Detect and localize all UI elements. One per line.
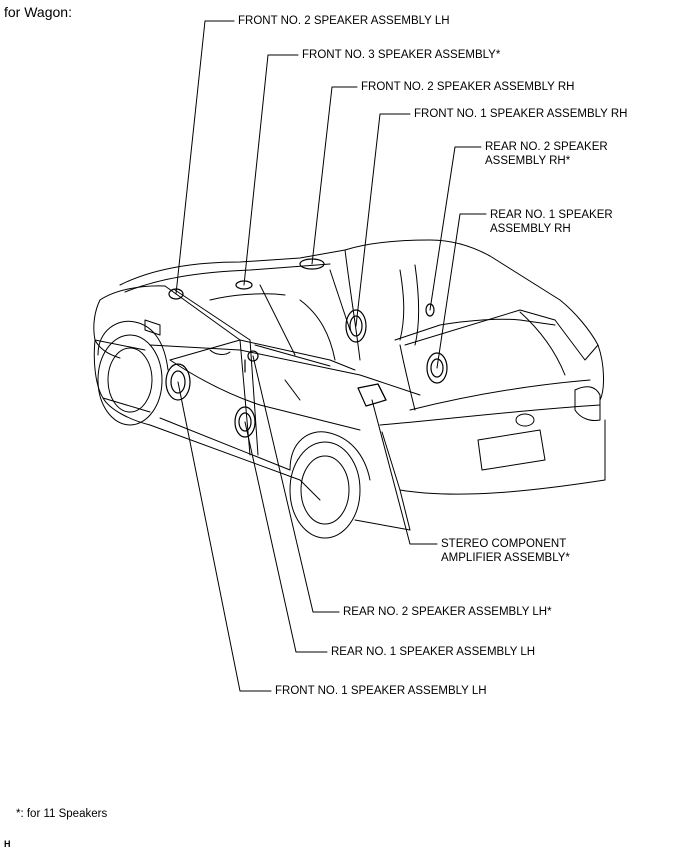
label-rear-no1-speaker-rh: REAR NO. 1 SPEAKER ASSEMBLY RH: [490, 209, 613, 235]
front-no2-lh-speaker: [168, 288, 184, 300]
front-no1-rh-speaker: [345, 309, 367, 343]
rear-no1-lh-speaker: [234, 406, 256, 438]
diagram-heading: for Wagon:: [4, 4, 72, 20]
front-no2-rh-speaker: [299, 258, 325, 270]
speaker-components: [165, 258, 448, 438]
rear-no1-rh-speaker: [426, 352, 448, 384]
leader-lines: [175, 20, 487, 692]
figure-code: H: [4, 839, 11, 849]
label-front-no3-speaker: FRONT NO. 3 SPEAKER ASSEMBLY*: [302, 49, 501, 61]
label-front-no1-speaker-lh: FRONT NO. 1 SPEAKER ASSEMBLY LH: [275, 685, 487, 697]
front-no1-lh-speaker: [165, 363, 191, 401]
amplifier-unit: [357, 383, 387, 407]
label-rear-no1-speaker-lh: REAR NO. 1 SPEAKER ASSEMBLY LH: [331, 646, 536, 658]
car-body-outline: [93, 239, 606, 539]
rear-no2-lh-speaker: [247, 350, 259, 362]
rear-no2-rh-speaker: [425, 303, 435, 317]
label-rear-no2-speaker-lh: REAR NO. 2 SPEAKER ASSEMBLY LH*: [343, 606, 552, 618]
label-stereo-amplifier: STEREO COMPONENT AMPLIFIER ASSEMBLY*: [441, 538, 570, 564]
label-front-no2-speaker-rh: FRONT NO. 2 SPEAKER ASSEMBLY RH: [361, 81, 575, 93]
label-front-no1-speaker-rh: FRONT NO. 1 SPEAKER ASSEMBLY RH: [414, 108, 628, 120]
footnote: *: for 11 Speakers: [16, 808, 108, 820]
label-rear-no2-speaker-rh: REAR NO. 2 SPEAKER ASSEMBLY RH*: [485, 141, 608, 167]
label-front-no2-speaker-lh: FRONT NO. 2 SPEAKER ASSEMBLY LH: [238, 15, 450, 27]
